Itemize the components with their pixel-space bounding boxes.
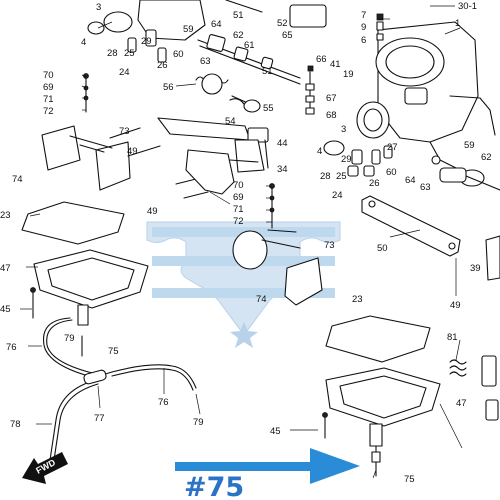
callout-47-left: 47 xyxy=(0,263,11,274)
callout-45-left: 45 xyxy=(0,304,11,315)
callout-6: 6 xyxy=(361,35,366,46)
callout-24-upper: 24 xyxy=(119,67,130,78)
callout-49-upper: 49 xyxy=(127,146,138,157)
small-screws xyxy=(305,13,384,115)
callout-55: 55 xyxy=(263,103,274,114)
throttle-plate xyxy=(361,155,500,281)
callout-4-upper: 4 xyxy=(81,37,86,48)
callout-25-centre: 25 xyxy=(336,171,347,182)
callout-24-centre: 24 xyxy=(332,190,343,201)
callout-76-middle: 76 xyxy=(158,397,169,408)
callout-66: 66 xyxy=(316,54,327,65)
callout-59-upper: 59 xyxy=(183,24,194,35)
callout-39: 39 xyxy=(470,263,481,274)
gasket-right xyxy=(325,315,431,363)
callout-70-centre: 70 xyxy=(233,180,244,191)
callout-34: 34 xyxy=(277,164,288,175)
callout-70-upper: 70 xyxy=(43,70,54,81)
callout-50: 50 xyxy=(377,243,388,254)
callout-41: 41 xyxy=(330,59,341,70)
callout-76-left: 76 xyxy=(6,342,17,353)
callout-65: 65 xyxy=(282,30,293,41)
callout-7: 7 xyxy=(361,10,366,21)
callout-44: 44 xyxy=(277,138,288,149)
callout-59-right: 59 xyxy=(464,140,475,151)
callout-29-centre: 29 xyxy=(341,154,352,165)
return-spring xyxy=(195,73,251,105)
callout-64-right: 64 xyxy=(405,175,416,186)
jet-cluster-centre xyxy=(323,140,393,177)
callout-62-upper: 62 xyxy=(233,30,244,41)
callout-23-right: 23 xyxy=(352,294,363,305)
callout-47-right: 47 xyxy=(456,398,467,409)
callout-56: 56 xyxy=(163,82,174,93)
callout-9: 9 xyxy=(361,22,366,33)
callout-3-upper: 3 xyxy=(96,2,101,13)
callout-25-upper: 25 xyxy=(124,48,135,59)
float-bowl-right xyxy=(322,367,441,477)
callout-77: 77 xyxy=(94,413,105,424)
callout-26-upper: 26 xyxy=(157,60,168,71)
leader-lines xyxy=(20,5,463,479)
throttle-bracket xyxy=(157,99,269,173)
callout-4-centre: 4 xyxy=(317,146,322,157)
callout-75-right: 75 xyxy=(404,474,415,485)
jet-cluster-upper xyxy=(87,21,167,63)
callout-63-right: 63 xyxy=(420,182,431,193)
callout-79-left: 79 xyxy=(64,333,75,344)
callout-30-1: 30-1 xyxy=(458,1,477,12)
callout-63-upper: 63 xyxy=(200,56,211,67)
throttle-linkage xyxy=(103,0,327,85)
callout-60-centre: 60 xyxy=(386,167,397,178)
callout-73-upper: 73 xyxy=(119,126,130,137)
choke-cover-upper xyxy=(41,73,131,191)
gasket-left xyxy=(21,201,125,245)
drain-hoses-left xyxy=(42,317,197,461)
callout-27: 27 xyxy=(387,142,398,153)
callout-45-right: 45 xyxy=(270,426,281,437)
choke-assy-centre xyxy=(185,149,323,306)
callout-62-right: 62 xyxy=(481,152,492,163)
callout-61: 61 xyxy=(244,40,255,51)
callout-71-centre: 71 xyxy=(233,204,244,215)
callout-67: 67 xyxy=(326,93,337,104)
callout-49-right: 49 xyxy=(450,300,461,311)
callout-28-centre: 28 xyxy=(320,171,331,182)
callout-60-upper: 60 xyxy=(173,49,184,60)
callout-71-upper: 71 xyxy=(43,94,54,105)
highlight-label: #75 xyxy=(184,472,244,500)
callout-78: 78 xyxy=(10,419,21,430)
callout-23-left: 23 xyxy=(0,210,11,221)
callout-74-centre: 74 xyxy=(256,294,267,305)
float-bowl-left xyxy=(30,249,149,326)
jet-81 xyxy=(449,355,499,421)
callout-labels: 30-1 1 7 9 6 3 4 28 25 29 24 26 60 64 62… xyxy=(0,1,492,485)
callout-51-middle: 51 xyxy=(262,66,273,77)
callout-19: 19 xyxy=(343,69,354,80)
callout-72-upper: 72 xyxy=(43,106,54,117)
callout-29-upper: 29 xyxy=(141,36,152,47)
callout-79-middle: 79 xyxy=(193,417,204,428)
callout-72-centre: 72 xyxy=(233,216,244,227)
callout-69-upper: 69 xyxy=(43,82,54,93)
highlight-arrow xyxy=(175,448,360,484)
callout-73-centre: 73 xyxy=(324,240,335,251)
callout-52: 52 xyxy=(277,18,288,29)
callout-75-left: 75 xyxy=(108,346,119,357)
carburetor-body xyxy=(356,21,496,171)
callout-69-centre: 69 xyxy=(233,192,244,203)
callout-74-upper: 74 xyxy=(12,174,23,185)
callout-68: 68 xyxy=(326,110,337,121)
callout-51-upper: 51 xyxy=(233,10,244,21)
callout-28-upper: 28 xyxy=(107,48,118,59)
callout-26-centre: 26 xyxy=(369,178,380,189)
callout-54: 54 xyxy=(225,116,236,127)
fwd-arrow: FWD xyxy=(22,452,68,484)
callout-3-centre: 3 xyxy=(341,124,346,135)
callout-64-upper: 64 xyxy=(211,19,222,30)
callout-81: 81 xyxy=(447,332,458,343)
callout-1: 1 xyxy=(455,18,460,29)
callout-49-centre: 49 xyxy=(147,206,158,217)
